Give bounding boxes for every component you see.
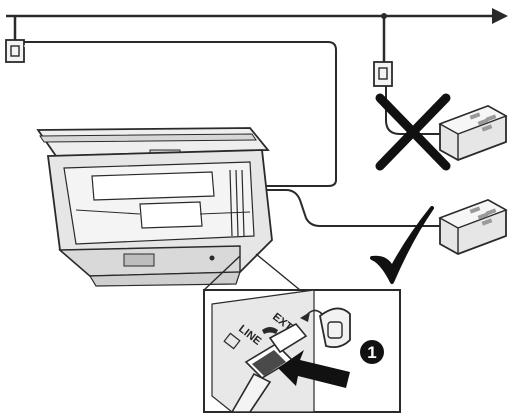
wall-phone-jack-icon xyxy=(5,16,25,63)
incorrect-cross-icon xyxy=(375,93,451,171)
phone-cable-line xyxy=(24,41,337,187)
telephone-icon xyxy=(438,105,508,161)
extension-cable-line xyxy=(262,189,440,227)
main-phone-line xyxy=(6,8,508,24)
correct-checkmark-icon xyxy=(370,206,434,284)
protective-cover xyxy=(300,307,351,349)
zoom-leader-lines xyxy=(203,253,301,291)
wall-phone-jack-icon xyxy=(373,16,440,135)
telephone-icon xyxy=(438,199,508,255)
printer-device xyxy=(36,127,273,287)
step-callout: 1 xyxy=(360,340,384,364)
insert-arrow-icon xyxy=(278,350,350,388)
callout-number: 1 xyxy=(367,343,376,362)
jack-closeup-inset: EXT. LINE 1 xyxy=(203,289,401,413)
